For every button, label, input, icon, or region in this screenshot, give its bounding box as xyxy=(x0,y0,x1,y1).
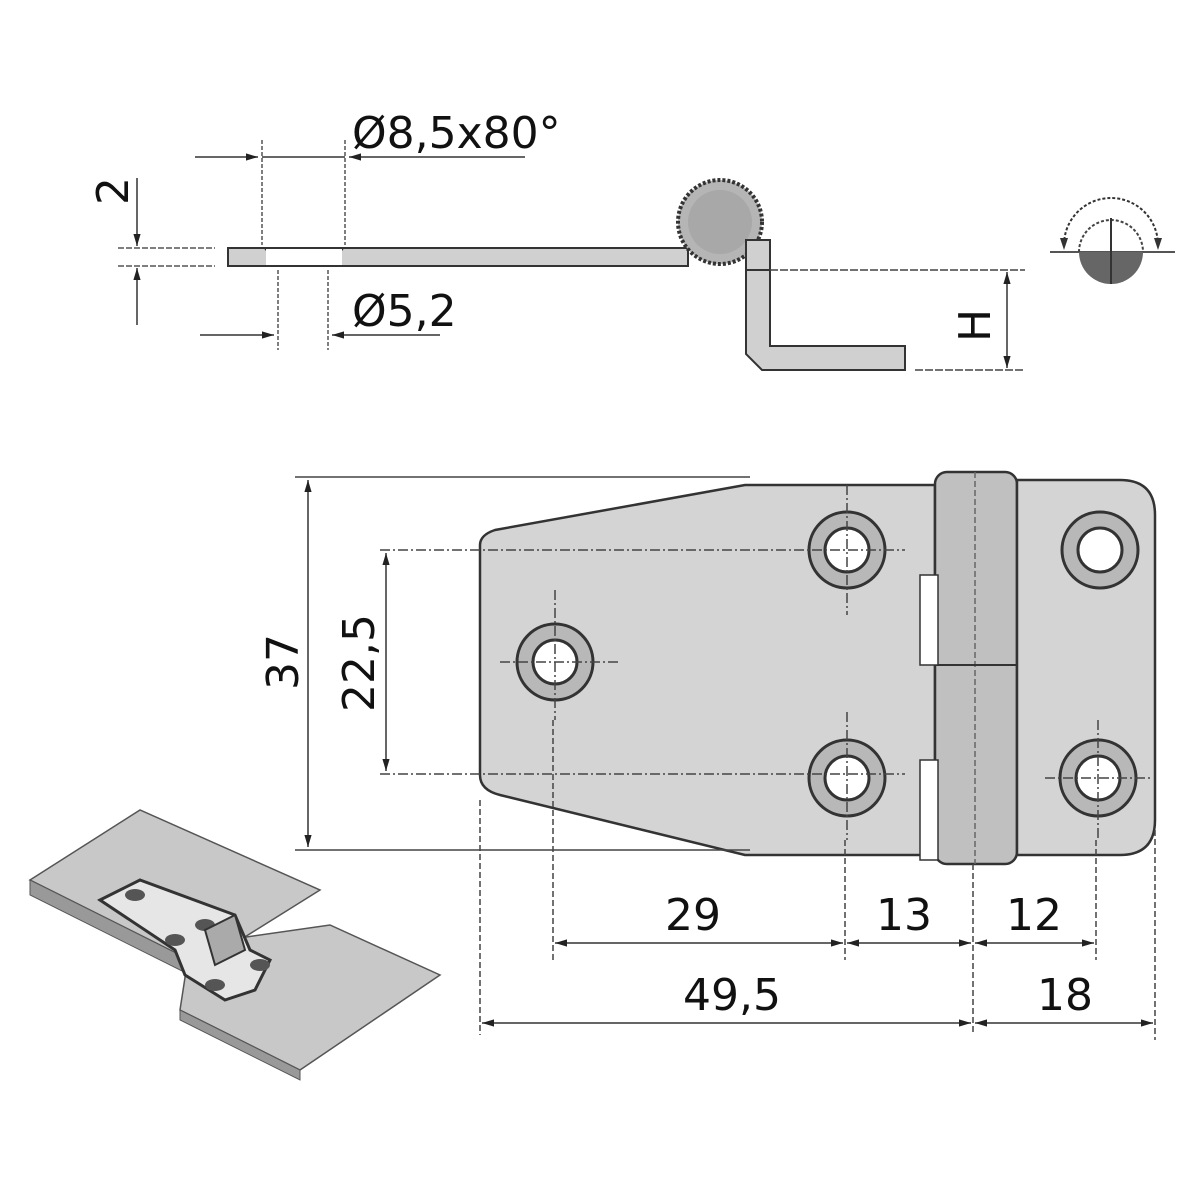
dimension-49-5: 49,5 xyxy=(683,970,781,1021)
dimension-13: 13 xyxy=(876,890,932,941)
dimension-12: 12 xyxy=(1006,890,1062,941)
hole-spacing-vertical-dimension: 22,5 xyxy=(334,614,385,712)
dimension-29: 29 xyxy=(665,890,721,941)
offset-dimension: H xyxy=(950,309,1001,342)
side-view: Ø8,5x80° Ø5,2 2 H xyxy=(88,108,1025,371)
countersink-dimension: Ø8,5x80° xyxy=(352,108,561,159)
hinge-knuckle-top xyxy=(933,470,1019,866)
isometric-view xyxy=(28,809,442,1081)
dimension-18: 18 xyxy=(1037,970,1093,1021)
top-view: 37 22,5 29 13 12 49,5 18 xyxy=(258,470,1157,1040)
height-dimension: 37 xyxy=(258,634,309,690)
rotation-icon xyxy=(1050,197,1175,284)
hole-diameter-dimension: Ø5,2 xyxy=(352,286,457,337)
cranked-leaf xyxy=(745,265,906,371)
thickness-dimension: 2 xyxy=(88,177,139,205)
hinge-leaf-side xyxy=(227,247,689,267)
